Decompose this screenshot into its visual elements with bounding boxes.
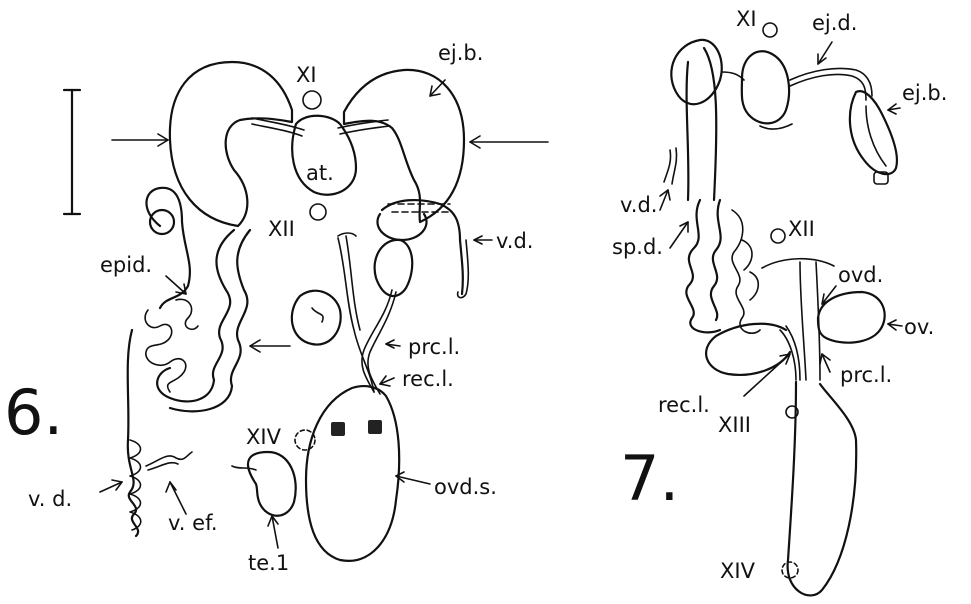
- label-v-ef: v. ef.: [168, 511, 218, 535]
- label-xiii: XIII: [718, 413, 751, 437]
- label-sp-d: sp.d.: [612, 235, 663, 259]
- label-ovd-s: ovd.s.: [434, 475, 497, 499]
- segment-xii-marker-6: [310, 204, 326, 220]
- vas-deferens-right: [382, 200, 463, 294]
- testis-stalk: [232, 466, 256, 470]
- ejaculatory-bulb-left: [170, 62, 292, 226]
- label-v-d-right-6: v.d.: [496, 229, 533, 253]
- segment-xi-marker-7: [763, 23, 777, 37]
- label-te-1: te.1: [248, 551, 289, 575]
- label-rec-l-6: rec.l.: [402, 367, 454, 391]
- vasa-efferentia: [146, 452, 192, 470]
- figure-number-6: 6.: [4, 376, 63, 449]
- label-ovd: ovd.: [838, 263, 883, 287]
- label-xii-6: XII: [268, 217, 295, 241]
- label-xii-7: XII: [788, 217, 815, 241]
- folded-tube-7: [687, 48, 717, 200]
- segment-xi-marker-6: [303, 91, 321, 109]
- spot-left: [331, 422, 345, 436]
- coiled-duct-left: [157, 230, 234, 401]
- vas-deferens-left: [128, 330, 138, 536]
- duct-stub: [338, 233, 356, 236]
- label-rec-l-7: rec.l.: [658, 393, 710, 417]
- label-prc-l-7: prc.l.: [840, 363, 892, 387]
- label-xiv-7: XIV: [720, 559, 756, 583]
- segment-xiv-marker-7: [782, 562, 798, 578]
- label-prc-l-6: prc.l.: [408, 335, 460, 359]
- receptaculum-lobe-upper: [375, 240, 413, 296]
- spot-right: [368, 420, 382, 434]
- label-xiv-6: XIV: [246, 425, 282, 449]
- scale-bar: [64, 90, 80, 214]
- testis: [248, 452, 296, 516]
- label-ov: ov.: [904, 315, 934, 339]
- label-epid: epid.: [100, 253, 152, 277]
- label-at: at.: [306, 161, 334, 185]
- figure-6: ej.b. XI at. XII epid. v.d. prc.l. rec.l…: [4, 41, 548, 575]
- ejaculatory-duct-7: [722, 68, 872, 100]
- spermiducal-duct-coil: [686, 200, 760, 333]
- epididymis: [145, 188, 198, 392]
- bulb-7-base: [760, 124, 792, 129]
- oviduct: [762, 259, 834, 380]
- receptaculum-lobe-lower: [292, 291, 341, 345]
- figure-7: XI ej.d. ej.b. v.d. XII sp.d. ovd. ov. p…: [612, 7, 947, 595]
- ejaculatory-bulb-7-small: [742, 51, 789, 123]
- ejaculatory-bulb-7-right: [850, 91, 897, 174]
- label-v-d-7: v.d.: [620, 193, 657, 217]
- ejaculatory-bulb-right: [344, 70, 464, 222]
- label-ej-b-7: ej.b.: [902, 81, 947, 105]
- label-ej-d: ej.d.: [812, 11, 857, 35]
- coiled-duct-left-inner: [170, 230, 250, 411]
- ovary: [818, 292, 885, 343]
- segment-xii-marker-7: [771, 229, 785, 243]
- label-v-d-left-6: v. d.: [28, 487, 72, 511]
- ovisac: [306, 386, 399, 561]
- receptaculum-inner: [312, 308, 323, 322]
- label-xi-7: XI: [736, 7, 757, 31]
- label-ej-b-6: ej.b.: [438, 41, 483, 65]
- label-xi-6: XI: [296, 63, 317, 87]
- figure-number-7: 7.: [620, 442, 679, 515]
- vas-deferens-7: [664, 148, 677, 184]
